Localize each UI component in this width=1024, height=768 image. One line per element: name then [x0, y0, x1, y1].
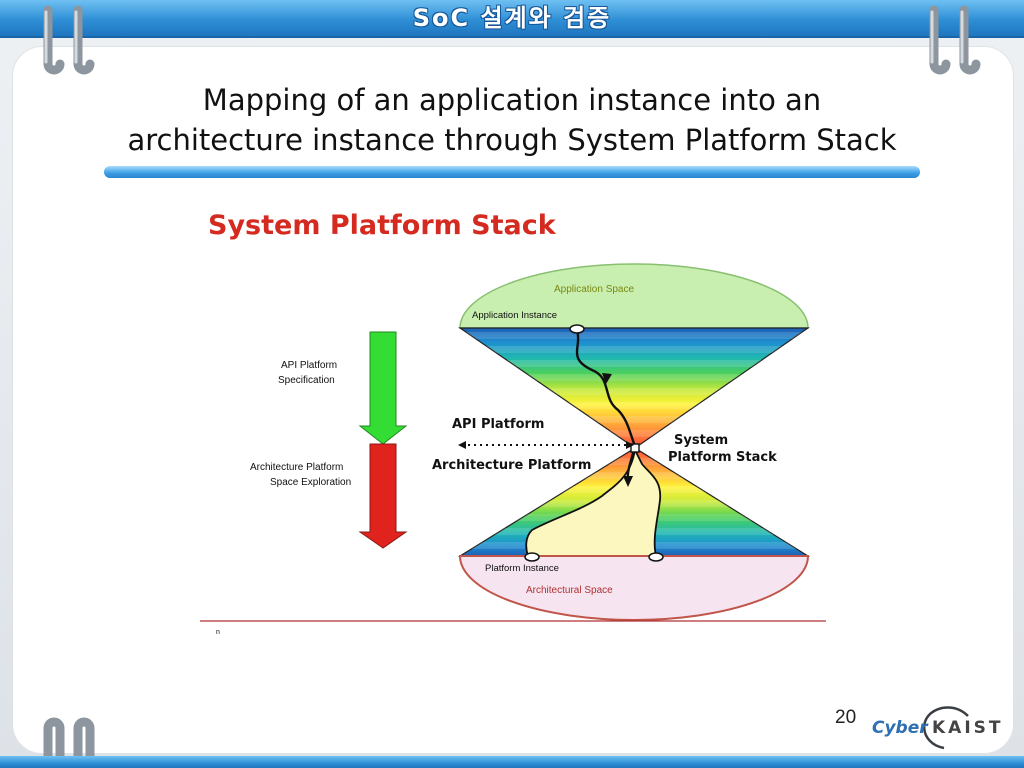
- logo-swoosh-icon: [923, 706, 969, 750]
- application-instance-label: Application Instance: [472, 310, 557, 321]
- figure-footnote: n: [216, 629, 220, 636]
- platform-instance-dot-right: [648, 552, 664, 562]
- logo-cyber-text: Cyber: [872, 718, 928, 738]
- platform-instance-dot-left: [524, 552, 540, 562]
- application-instance-dot: [569, 324, 585, 334]
- architecture-platform-exploration-label-1: Architecture Platform: [250, 462, 343, 473]
- system-platform-stack-diagram: System Platform Stack Application Space …: [200, 210, 826, 636]
- application-space-ellipse: [459, 263, 809, 329]
- slide-title-line-1: Mapping of an application instance into …: [202, 83, 822, 117]
- architectural-space-ellipse: [458, 555, 810, 621]
- api-platform-specification-arrow-icon: [358, 331, 408, 445]
- application-mapping-path: [575, 329, 637, 447]
- logo-kaist-text: KAIST: [932, 718, 1004, 738]
- cyber-kaist-logo: Cyber KAIST: [870, 704, 1010, 752]
- header-title: SoC 설계와 검증: [412, 4, 612, 32]
- binder-ring-bottom-left-icon: [43, 717, 95, 768]
- diagram-figure: System Platform Stack Application Space …: [182, 178, 891, 698]
- header-bar: [0, 0, 1024, 38]
- application-space-label: Application Space: [554, 284, 634, 295]
- api-platform-specification-label-1: API Platform: [281, 360, 337, 371]
- system-platform-stack-label-2: Platform Stack: [668, 450, 777, 465]
- api-platform-specification-label-2: Specification: [278, 375, 335, 386]
- footer-bar: [0, 756, 1024, 768]
- page-number: 20: [835, 707, 857, 728]
- architecture-platform-exploration-label-2: Space Exploration: [270, 477, 351, 488]
- architectural-space-label: Architectural Space: [526, 585, 613, 596]
- diagram-heading: System Platform Stack: [208, 210, 557, 241]
- title-underline: [104, 166, 920, 178]
- path-arrow-top-icon: [602, 373, 612, 384]
- binder-ring-top-right-icon: [929, 5, 981, 75]
- architecture-platform-label: Architecture Platform: [432, 458, 591, 473]
- slide-title-line-2: architecture instance through System Pla…: [127, 123, 897, 157]
- system-platform-stack-label-1: System: [674, 433, 728, 448]
- path-arrow-bottom-icon: [623, 476, 633, 487]
- architecture-platform-exploration-arrow-icon: [358, 443, 408, 549]
- apex-marker: [630, 443, 640, 453]
- binder-ring-top-left-icon: [43, 5, 95, 75]
- platform-instance-label: Platform Instance: [485, 563, 559, 574]
- api-platform-label: API Platform: [452, 417, 544, 432]
- slide-title: Mapping of an application instance into …: [60, 80, 964, 160]
